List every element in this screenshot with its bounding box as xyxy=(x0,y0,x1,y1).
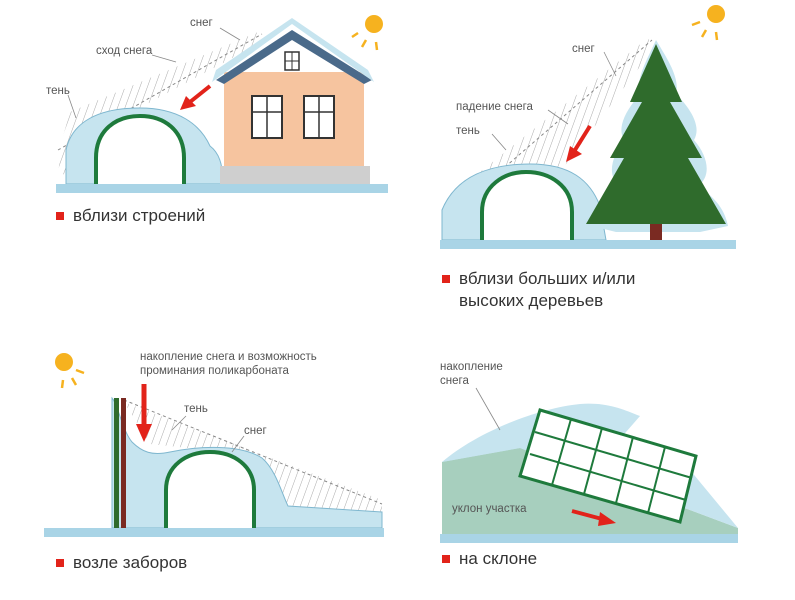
sun-icon xyxy=(55,353,85,389)
ground-strip xyxy=(56,184,388,193)
bullet-icon xyxy=(56,212,64,220)
shadow-zone xyxy=(58,32,262,175)
fir-tree-icon xyxy=(586,40,728,242)
caption-buildings: вблизи строений xyxy=(56,205,205,227)
red-arrow-icon xyxy=(566,124,592,162)
panel-slope: накопление снега уклон участка xyxy=(440,361,738,543)
ground-strip xyxy=(440,240,736,249)
bullet-icon xyxy=(442,555,450,563)
sun-icon xyxy=(691,5,725,41)
label-snow: снег xyxy=(572,43,595,55)
red-arrow-icon xyxy=(571,509,616,526)
sun-icon xyxy=(351,15,383,51)
panel-buildings: снег сход снега тень xyxy=(46,15,388,193)
ground-strip xyxy=(440,534,738,543)
bullet-icon xyxy=(56,559,64,567)
red-arrow-icon xyxy=(180,84,212,110)
shadow-zone xyxy=(124,402,382,512)
label-snow-fall: падение снега xyxy=(456,101,534,113)
panel-trees: снег падение снега тень xyxy=(440,5,736,249)
label-snow-slide: сход снега xyxy=(96,45,153,57)
label-snow: снег xyxy=(190,17,213,29)
label-snow: снег xyxy=(244,425,267,437)
label-accumulation-line2: проминания поликарбоната xyxy=(140,365,289,377)
greenhouse-arch-icon xyxy=(480,169,574,240)
red-arrow-icon xyxy=(136,384,152,442)
caption-trees: вблизи больших и/или высоких деревьев xyxy=(442,268,635,312)
house-icon xyxy=(212,18,374,184)
panel-fences: накопление снега и возможность проминани… xyxy=(44,351,384,537)
label-slope-grade: уклон участка xyxy=(452,503,527,515)
fence-icon xyxy=(114,398,126,528)
label-accumulation-line2: снега xyxy=(440,375,469,387)
greenhouse-grid-icon xyxy=(518,408,698,524)
caption-fences: возле заборов xyxy=(56,552,187,574)
label-accumulation-line1: накопление снега и возможность xyxy=(140,351,317,363)
greenhouse-arch-icon xyxy=(94,113,186,184)
label-accumulation-line1: накопление xyxy=(440,361,503,373)
caption-slope: на склоне xyxy=(442,548,537,570)
greenhouse-arch-icon xyxy=(164,449,256,528)
shadow-boundary xyxy=(123,399,383,505)
label-shadow: тень xyxy=(46,85,70,97)
label-shadow: тень xyxy=(456,125,480,137)
ground-strip xyxy=(44,528,384,537)
label-shadow: тень xyxy=(184,403,208,415)
bullet-icon xyxy=(442,275,450,283)
